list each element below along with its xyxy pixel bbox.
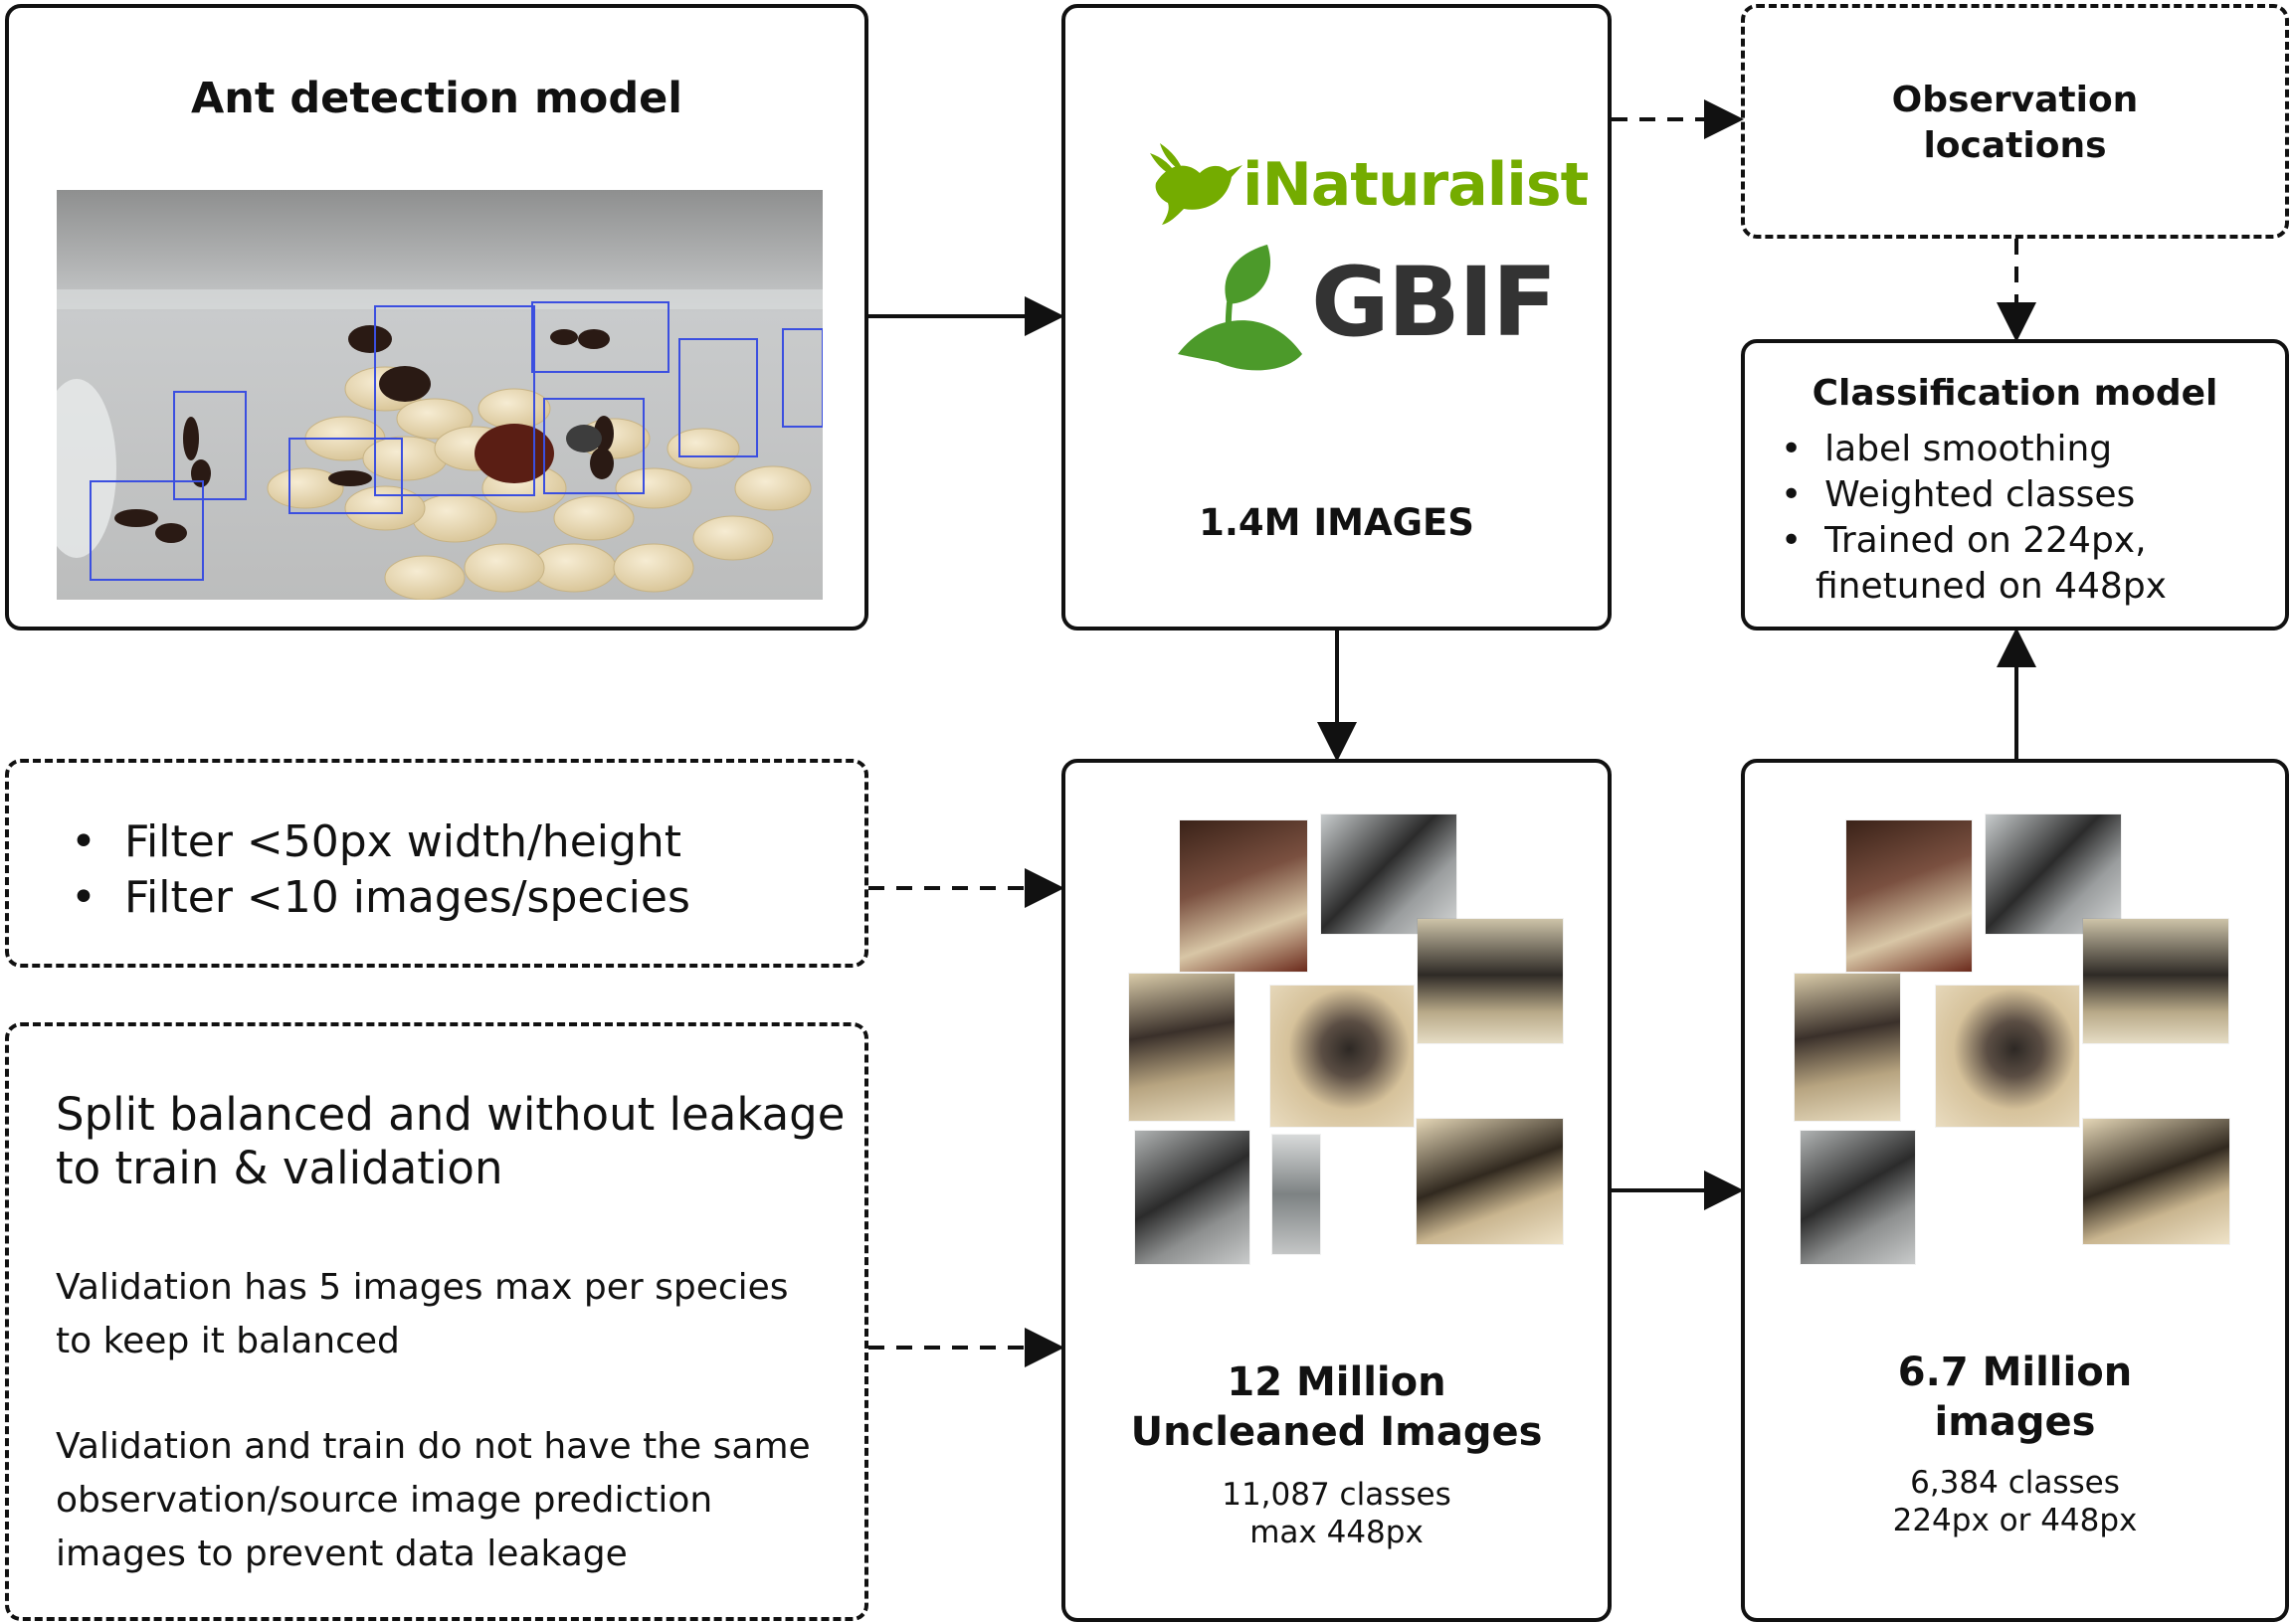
bullet-weighted-classes: • Weighted classes — [1781, 474, 2136, 515]
ant-photo-12 — [1795, 974, 1900, 1121]
split-leakage-line3: images to prevent data leakage — [56, 1534, 628, 1574]
data-sources-box: iNaturalist GBIF 1.4M IMAGES — [1061, 4, 1612, 631]
source-image-count: 1.4M IMAGES — [1199, 501, 1474, 544]
ant-photo-15 — [2083, 1119, 2229, 1244]
ant-detection-image — [57, 190, 823, 600]
uncleaned-classes: 11,087 classes — [1222, 1477, 1451, 1513]
cleaned-count-line1: 6.7 Million — [1897, 1350, 2133, 1395]
filter-bullets: • Filter <50px width/height • Filter <10… — [71, 814, 690, 926]
uncleaned-count-line1: 12 Million — [1227, 1359, 1446, 1405]
split-box: Split balanced and without leakage to tr… — [5, 1022, 868, 1621]
split-validation-line2: to keep it balanced — [56, 1321, 400, 1361]
ant-detection-model-box: Ant detection model — [5, 4, 868, 631]
filter-bullet-size: • Filter <50px width/height — [71, 816, 682, 867]
bullet-finetuned-resolution: finetuned on 448px — [1815, 566, 2167, 607]
ant-photo-5 — [1270, 986, 1414, 1127]
bullet-label-smoothing: • label smoothing — [1781, 429, 2113, 469]
cleaned-resolution: 224px or 448px — [1892, 1503, 2138, 1538]
ant-photo-4 — [1129, 974, 1235, 1121]
classification-model-title: Classification model — [1812, 373, 2218, 414]
classification-model-box: Classification model • label smoothing •… — [1741, 339, 2289, 631]
ant-photo-7 — [1272, 1135, 1320, 1254]
split-leakage-line2: observation/source image prediction — [56, 1480, 713, 1521]
inaturalist-logo-text: iNaturalist — [1242, 150, 1589, 220]
split-heading-line1: Split balanced and without leakage — [56, 1088, 846, 1141]
cleaned-images-box: 6.7 Million images 6,384 classes 224px o… — [1741, 759, 2289, 1622]
split-validation-note: Validation has 5 images max per species … — [56, 1261, 789, 1368]
ant-photo-2 — [1321, 814, 1456, 934]
uncleaned-count-line2: Uncleaned Images — [1130, 1409, 1543, 1455]
ant-photo-6 — [1135, 1131, 1249, 1264]
classification-model-bullets: • label smoothing • Weighted classes • T… — [1781, 427, 2167, 610]
ant-photo-13 — [1936, 986, 2079, 1127]
cleaned-classes: 6,384 classes — [1910, 1465, 2120, 1501]
ant-photo-1 — [1180, 820, 1307, 972]
ant-photo-9 — [1846, 820, 1972, 972]
ant-photo-11 — [2083, 919, 2228, 1043]
split-heading-line2: to train & validation — [56, 1142, 503, 1194]
cleaned-count-line2: images — [1934, 1399, 2096, 1445]
uncleaned-max-size: max 448px — [1249, 1515, 1424, 1550]
gbif-leaf-icon — [1178, 245, 1302, 371]
ant-photo-8 — [1417, 1119, 1563, 1244]
gbif-logo-text: GBIF — [1311, 247, 1557, 358]
filter-box: • Filter <50px width/height • Filter <10… — [5, 759, 868, 968]
ant-photo-10 — [1986, 814, 2121, 934]
ant-photo-14 — [1801, 1131, 1915, 1264]
split-leakage-note: Validation and train do not have the sam… — [56, 1420, 811, 1581]
split-heading: Split balanced and without leakage to tr… — [56, 1088, 845, 1195]
observation-locations-box: Observation locations — [1741, 4, 2289, 239]
observation-locations-line1: Observation — [1891, 80, 2139, 120]
inaturalist-bird-icon — [1150, 143, 1242, 225]
bullet-trained-resolution: • Trained on 224px, — [1781, 520, 2147, 561]
ant-photo-3 — [1418, 919, 1563, 1043]
split-leakage-line1: Validation and train do not have the sam… — [56, 1426, 811, 1467]
observation-locations-line2: locations — [1923, 125, 2107, 166]
ant-detection-title: Ant detection model — [190, 74, 683, 123]
split-validation-line1: Validation has 5 images max per species — [56, 1267, 789, 1308]
uncleaned-images-box: 12 Million Uncleaned Images 11,087 class… — [1061, 759, 1612, 1622]
filter-bullet-count: • Filter <10 images/species — [71, 872, 690, 923]
